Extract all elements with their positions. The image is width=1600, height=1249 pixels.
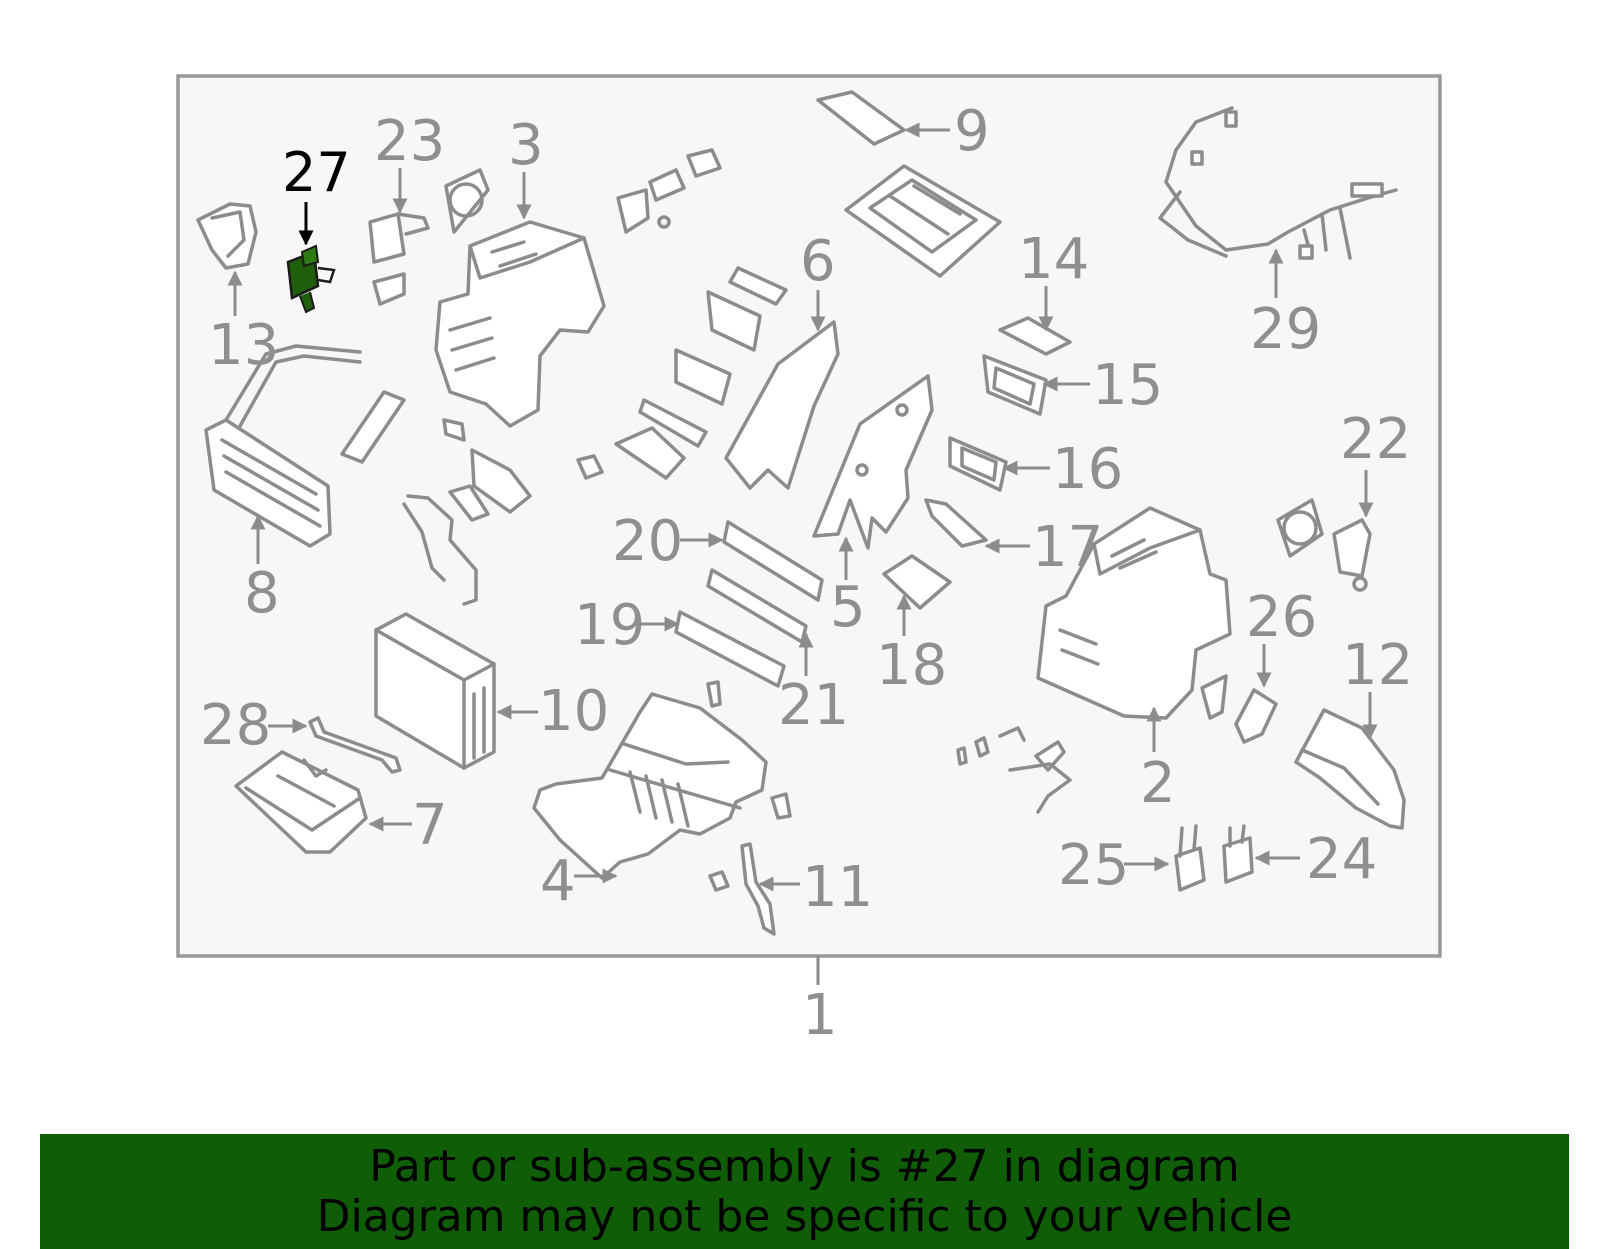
part-3[interactable] [434,168,606,428]
callout-29[interactable]: 29 [1250,297,1321,362]
callout-3[interactable]: 3 [508,113,544,178]
part-8[interactable] [204,344,362,548]
callout-20[interactable]: 20 [612,509,683,574]
callout-21[interactable]: 21 [778,673,849,738]
callout-9[interactable]: 9 [954,99,990,164]
callout-12[interactable]: 12 [1342,633,1413,698]
callout-27[interactable]: 27 [282,141,351,204]
callout-17[interactable]: 17 [1032,515,1103,580]
part-22[interactable] [1276,498,1372,592]
callout-4[interactable]: 4 [540,849,576,914]
part-20[interactable] [722,520,824,602]
callout-28[interactable]: 28 [200,693,271,758]
callout-23[interactable]: 23 [374,109,445,174]
part-small-screws[interactable] [956,726,1072,814]
callout-13[interactable]: 13 [208,313,279,378]
callout-1[interactable]: 1 [802,983,838,1048]
callout-14[interactable]: 14 [1018,227,1089,292]
callout-25[interactable]: 25 [1058,833,1129,898]
part-clip-small[interactable] [706,680,792,892]
part-14[interactable] [998,316,1072,356]
part-tube-bracket[interactable] [340,390,478,606]
callout-26[interactable]: 26 [1246,585,1317,650]
callout-19[interactable]: 19 [574,593,645,658]
callout-15[interactable]: 15 [1092,353,1163,418]
info-banner: Part or sub-assembly is #27 in diagram D… [40,1134,1569,1249]
part-25[interactable] [1174,824,1206,892]
callout-24[interactable]: 24 [1306,827,1377,892]
part-2[interactable] [1036,506,1232,720]
part-26[interactable] [1200,674,1278,744]
banner-line-2: Diagram may not be specific to your vehi… [316,1190,1293,1242]
part-11[interactable] [740,842,776,936]
callout-11[interactable]: 11 [802,855,873,920]
banner-line-1: Part or sub-assembly is #27 in diagram [369,1140,1240,1192]
callout-8[interactable]: 8 [244,561,280,626]
part-29[interactable] [1158,106,1398,260]
part-12[interactable] [1294,708,1406,830]
callout-7[interactable]: 7 [412,793,448,858]
callout-18[interactable]: 18 [876,633,947,698]
part-small-clips[interactable] [616,148,722,234]
part-7[interactable] [234,750,368,854]
part-5[interactable] [812,374,934,550]
part-6[interactable] [724,320,840,490]
callout-2[interactable]: 2 [1140,751,1176,816]
part-10[interactable] [374,612,496,770]
callout-5[interactable]: 5 [830,575,866,640]
part-24[interactable] [1222,824,1254,884]
diagram-frame [176,74,1442,958]
part-13[interactable] [196,202,258,270]
part-duct-pieces[interactable] [576,266,788,480]
callout-10[interactable]: 10 [538,679,609,744]
part-seal-pieces[interactable] [442,418,532,522]
callout-6[interactable]: 6 [800,229,836,294]
part-28[interactable] [308,716,402,774]
part-27-highlighted[interactable] [286,202,336,314]
part-15[interactable] [982,354,1048,416]
part-9[interactable] [816,90,906,146]
callout-16[interactable]: 16 [1052,437,1123,502]
callout-22[interactable]: 22 [1340,407,1411,472]
part-filter-grille[interactable] [844,164,1002,278]
part-17[interactable] [924,498,988,548]
part-23[interactable] [368,212,430,306]
part-4[interactable] [532,692,768,880]
part-16[interactable] [948,436,1008,492]
